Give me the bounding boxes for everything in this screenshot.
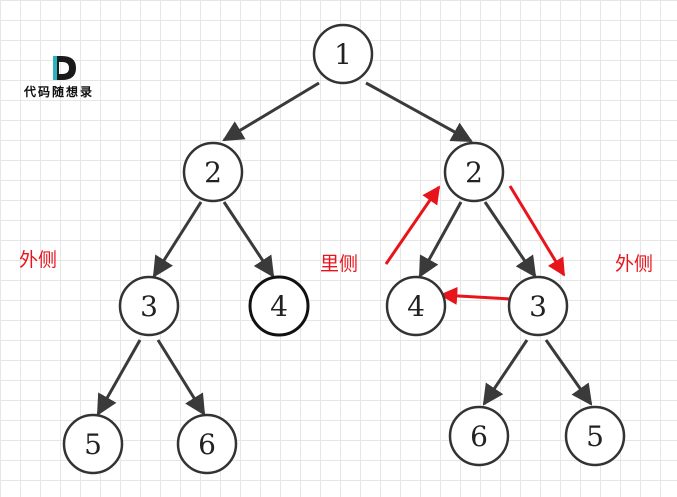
tree-nodes: 1 2 2 3 4 4 3 5 — [62, 23, 626, 475]
svg-text:4: 4 — [407, 290, 425, 323]
logo: 代码随想录 — [23, 56, 94, 99]
node-right-3: 3 — [507, 275, 569, 337]
node-right-2: 2 — [443, 141, 505, 203]
edge-3-5 — [96, 339, 142, 416]
node-left-2: 2 — [182, 141, 244, 203]
label-inner: 里侧 — [320, 253, 358, 275]
edge-2right-3 — [483, 201, 537, 278]
node-left-4: 4 — [248, 275, 310, 337]
svg-text:6: 6 — [198, 428, 216, 461]
svg-text:4: 4 — [270, 290, 288, 323]
node-root: 1 — [312, 23, 374, 85]
svg-text:5: 5 — [586, 420, 604, 453]
label-right-outer: 外侧 — [615, 253, 653, 275]
svg-text:3: 3 — [140, 290, 158, 323]
svg-text:6: 6 — [470, 420, 488, 453]
edge-3r-6 — [482, 339, 529, 406]
svg-text:2: 2 — [204, 156, 222, 189]
svg-text:3: 3 — [529, 290, 547, 323]
tree-edges — [96, 81, 593, 416]
logo-accent — [53, 56, 57, 80]
logo-mark-icon — [53, 56, 76, 80]
svg-text:2: 2 — [465, 156, 483, 189]
inner-up-arrow — [384, 185, 441, 265]
edge-2left-4 — [222, 201, 275, 278]
node-left-6: 6 — [176, 413, 238, 475]
edge-2left-3 — [152, 201, 203, 278]
label-left-outer: 外侧 — [19, 249, 57, 271]
node-right-4: 4 — [385, 275, 447, 337]
edge-3r-5 — [544, 339, 593, 406]
outer-down-arrow — [508, 185, 566, 277]
node-left-5: 5 — [62, 413, 124, 475]
svg-text:5: 5 — [84, 428, 102, 461]
node-left-3: 3 — [118, 275, 180, 337]
edge-3-6 — [156, 339, 206, 416]
node-right-5: 5 — [564, 405, 626, 467]
node-right-6: 6 — [448, 405, 510, 467]
edge-1-2left — [222, 81, 320, 142]
svg-text:1: 1 — [334, 38, 352, 71]
logo-text: 代码随想录 — [23, 84, 94, 99]
edge-2right-4 — [418, 201, 463, 278]
edge-1-2right — [365, 81, 473, 143]
